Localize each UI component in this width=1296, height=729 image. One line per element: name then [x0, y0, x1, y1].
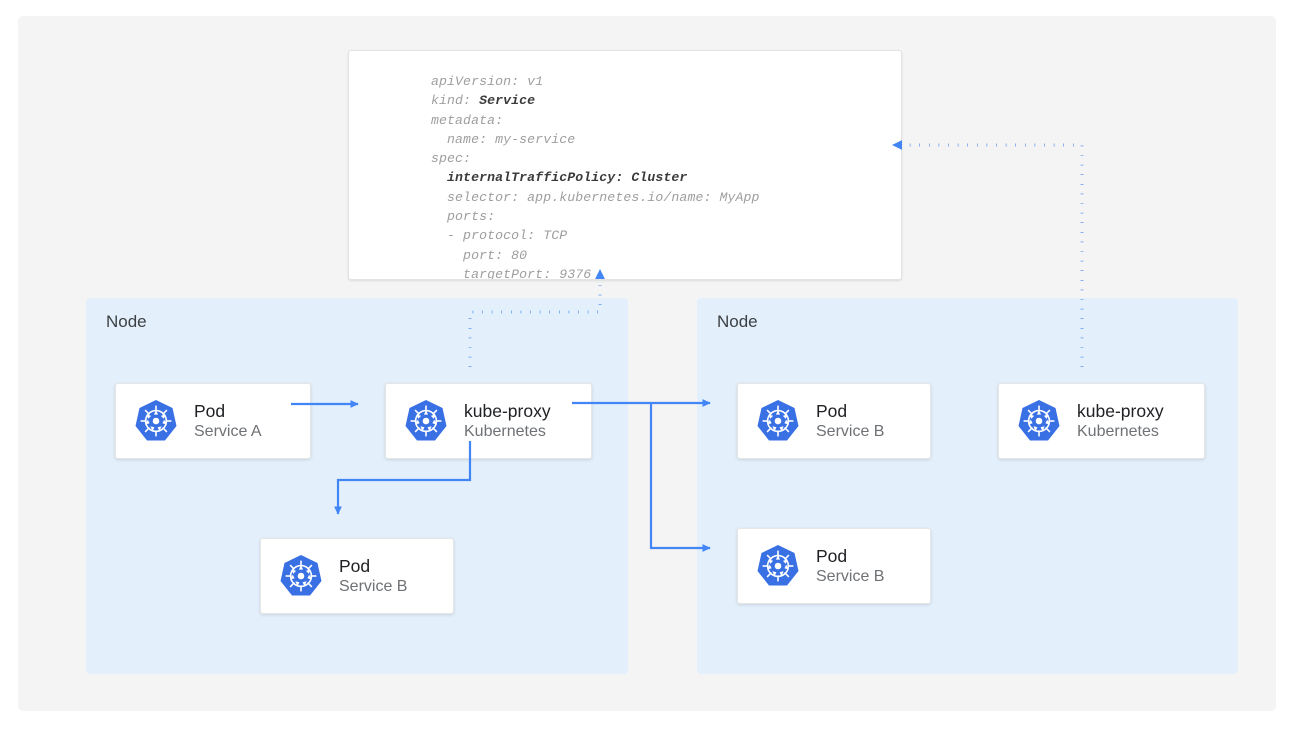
- box-subtitle: Kubernetes: [1077, 422, 1159, 440]
- node-label-left: Node: [106, 312, 147, 331]
- box-pod-service-b-right-top[interactable]: Pod Service B: [737, 383, 931, 459]
- box-kube-proxy-left-texts: kube-proxy Kubernetes: [464, 400, 551, 443]
- box-subtitle: Service B: [816, 422, 885, 440]
- box-title: kube-proxy: [1077, 400, 1164, 421]
- box-pod-service-a[interactable]: Pod Service A: [115, 383, 311, 459]
- kubernetes-logo-icon: [754, 542, 802, 590]
- box-subtitle: Kubernetes: [464, 422, 546, 440]
- node-panel-right: Node: [697, 298, 1238, 674]
- box-kube-proxy-right-texts: kube-proxy Kubernetes: [1077, 400, 1164, 443]
- node-label-right: Node: [717, 312, 758, 331]
- box-title: Pod: [816, 545, 848, 566]
- box-title: kube-proxy: [464, 400, 551, 421]
- box-pod-service-b-right-top-texts: Pod Service B: [816, 400, 884, 443]
- kubernetes-logo-icon: [754, 397, 802, 445]
- box-subtitle: Service B: [339, 577, 408, 595]
- kubernetes-logo-icon: [402, 397, 450, 445]
- box-kube-proxy-left[interactable]: kube-proxy Kubernetes: [385, 383, 592, 459]
- kubernetes-logo-icon: [277, 552, 325, 600]
- node-panel-left: Node: [86, 298, 628, 674]
- box-kube-proxy-right[interactable]: kube-proxy Kubernetes: [998, 383, 1205, 459]
- service-manifest-card: apiVersion: v1 kind: Service metadata: n…: [348, 50, 902, 280]
- box-title: Pod: [816, 400, 848, 421]
- box-title: Pod: [194, 400, 226, 421]
- kubernetes-logo-icon: [1015, 397, 1063, 445]
- box-pod-service-b-left[interactable]: Pod Service B: [260, 538, 454, 614]
- diagram-canvas: apiVersion: v1 kind: Service metadata: n…: [18, 16, 1276, 711]
- box-pod-service-b-right-bottom[interactable]: Pod Service B: [737, 528, 931, 604]
- box-subtitle: Service B: [816, 567, 885, 585]
- box-pod-service-b-right-bottom-texts: Pod Service B: [816, 545, 884, 588]
- kubernetes-logo-icon: [132, 397, 180, 445]
- box-title: Pod: [339, 555, 371, 576]
- service-manifest-code: apiVersion: v1 kind: Service metadata: n…: [431, 74, 760, 280]
- box-pod-service-b-left-texts: Pod Service B: [339, 555, 407, 598]
- box-pod-service-a-texts: Pod Service A: [194, 400, 262, 443]
- box-subtitle: Service A: [194, 422, 262, 440]
